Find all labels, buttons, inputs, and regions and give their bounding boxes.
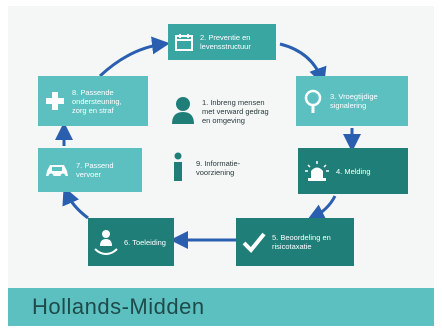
footer-banner: Hollands-Midden: [8, 288, 434, 326]
magnifier-icon: [302, 88, 324, 114]
cross-icon: [44, 90, 66, 112]
person-icon: [170, 95, 196, 127]
car-icon: [44, 161, 70, 179]
step-4-label: 4. Melding: [336, 166, 371, 176]
step-9-label: 9. Informatie- voorziening: [196, 159, 241, 177]
step-7-label: 7. Passend vervoer: [76, 161, 114, 179]
step-2-box: 2. Preventie en levensstructuur: [168, 24, 276, 60]
hand-person-icon: [94, 228, 118, 256]
step-1-center: 1. Inbreng mensen met verward gedrag en …: [170, 86, 290, 136]
step-6-label: 6. Toeleiding: [124, 237, 166, 247]
info-icon: [170, 152, 186, 184]
step-5-box: 5. Beoordeling en risicotaxatie: [236, 218, 354, 266]
arrow-2-to-3: [279, 42, 327, 86]
step-3-label: 3. Vroegtijdige signalering: [330, 92, 378, 110]
checkmark-icon: [242, 231, 266, 253]
siren-icon: [304, 160, 330, 182]
footer-title: Hollands-Midden: [32, 294, 205, 319]
calendar-icon: [174, 32, 194, 52]
step-8-box: 8. Passende ondersteuning, zorg en straf: [38, 76, 148, 126]
arrow-8-to-2: [98, 36, 170, 78]
step-5-label: 5. Beoordeling en risicotaxatie: [272, 233, 331, 251]
step-7-box: 7. Passend vervoer: [38, 148, 142, 192]
step-1-label: 1. Inbreng mensen met verward gedrag en …: [202, 97, 269, 125]
arrow-6-to-7: [62, 186, 89, 220]
step-2-label: 2. Preventie en levensstructuur: [200, 33, 251, 51]
step-8-label: 8. Passende ondersteuning, zorg en straf: [72, 87, 122, 115]
step-9-center: 9. Informatie- voorziening: [170, 148, 290, 188]
arrow-4-to-5: [306, 195, 337, 221]
step-3-box: 3. Vroegtijdige signalering: [296, 76, 408, 126]
step-6-box: 6. Toeleiding: [88, 218, 174, 266]
step-4-box: 4. Melding: [298, 148, 408, 194]
